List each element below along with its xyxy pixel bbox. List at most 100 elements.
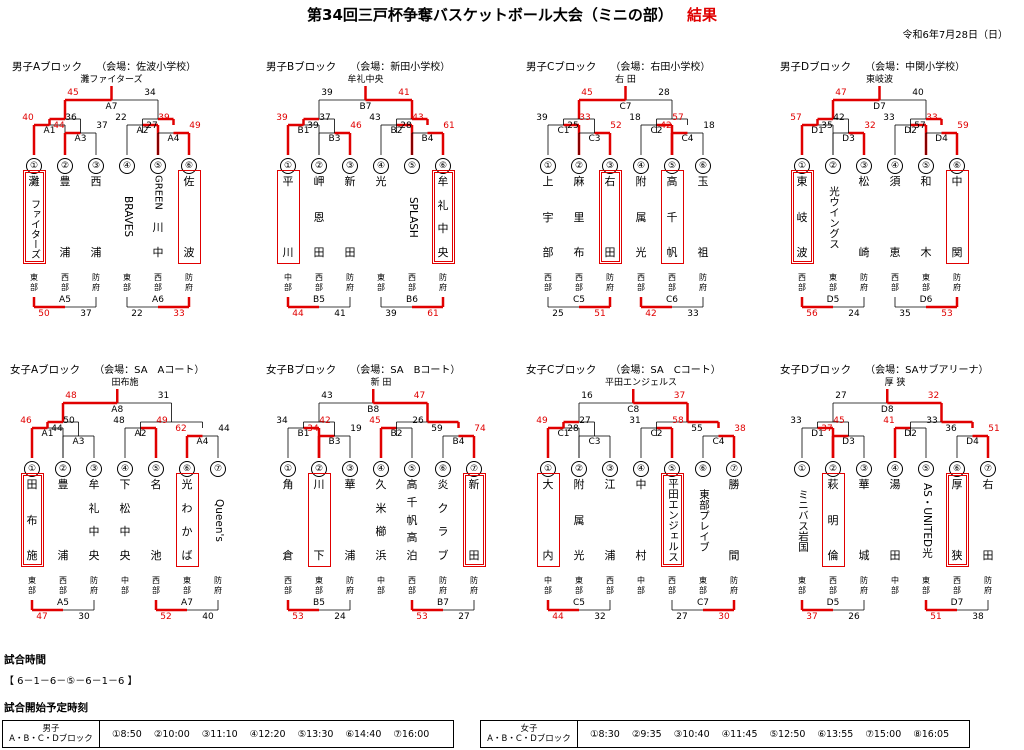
score: 55 [691, 424, 703, 434]
team-area: 東部 [30, 273, 38, 292]
start-time: ⑥13:55 [817, 728, 854, 740]
team-area: 防府 [470, 576, 478, 595]
team-number: ⑥ [695, 158, 711, 174]
team-number: ⑤ [404, 461, 420, 477]
team-name-part: 浦 [90, 246, 102, 259]
team-name-part: 萩 [827, 478, 839, 491]
game-code: D1 [811, 126, 824, 136]
block-winner: 厚 狭 [884, 378, 906, 388]
team-name: BRAVES [120, 175, 134, 259]
block-name: 女子Aブロック [10, 364, 81, 376]
game-code: A5 [59, 295, 71, 305]
team-area: 東部 [922, 273, 930, 292]
team-name-part: 東 [796, 175, 808, 188]
score: 43 [321, 391, 333, 401]
team-number: ⑤ [150, 158, 166, 174]
block-name: 男子Bブロック [266, 61, 337, 73]
score: 44 [218, 424, 230, 434]
team-name-part: 木 [920, 246, 932, 259]
team-name-part: ファイターズ [28, 199, 40, 259]
team-name-part: 浦 [57, 549, 69, 562]
team-name-part: 間 [728, 549, 740, 562]
team-name: 岬恩田 [312, 175, 326, 259]
score: 39 [536, 113, 548, 123]
team-name-part: か [181, 525, 193, 539]
game-code: B1 [297, 429, 310, 439]
team-name-part: 波 [183, 246, 195, 259]
team-name-part: 炎 [437, 478, 449, 491]
game-code: D2 [904, 126, 917, 136]
team-name-part: 内 [542, 549, 554, 562]
game-code: D3 [842, 134, 855, 144]
team-name-part: AS・UNITED光 [921, 482, 933, 558]
team-name-part: 崎 [858, 246, 870, 259]
team-name: 華浦 [343, 478, 357, 562]
game-code: B3 [328, 134, 341, 144]
team-name-part: 麻 [573, 175, 585, 188]
team-area: 東部 [922, 576, 930, 595]
team-name-part: 江 [604, 478, 616, 491]
score: 35 [899, 309, 911, 319]
score: 37 [96, 121, 108, 131]
game-code: B8 [367, 405, 380, 415]
score: 50 [38, 309, 50, 319]
team-number: ② [311, 158, 327, 174]
winner-box [463, 473, 486, 567]
score: 45 [369, 416, 381, 426]
team-name-part: 右 [982, 478, 994, 491]
winner-box [791, 170, 814, 264]
game-code: C1 [557, 126, 570, 136]
schedule-heading: 試合時間 [4, 654, 46, 666]
block-winner: 右 田 [615, 75, 636, 85]
team-name: 萩明倫 [826, 478, 840, 562]
team-name-part: 右 [604, 175, 616, 188]
score: 50 [63, 416, 75, 426]
team-area: 中部 [544, 576, 552, 595]
team-name-part: 波 [796, 246, 808, 259]
team-name: 名池 [149, 478, 163, 562]
team-name: 炎クラブ [436, 478, 450, 562]
team-name-part: GREEN [152, 175, 164, 210]
team-name-part: 田 [344, 246, 356, 259]
game-code: B6 [406, 295, 418, 305]
team-area: 西部 [891, 273, 899, 292]
team-name-part: 倉 [282, 549, 294, 562]
score: 52 [160, 612, 172, 622]
team-name-part: ラ [437, 525, 449, 539]
team-area: 防府 [185, 273, 193, 292]
team-name-part: 東部プレイブ [698, 488, 710, 552]
start-time: ②10:00 [153, 728, 190, 740]
team-name-part: 属 [635, 210, 647, 224]
score: 37 [80, 309, 92, 319]
game-code: B7 [437, 598, 449, 608]
team-name: 中村 [634, 478, 648, 562]
team-name-part: 村 [635, 549, 647, 562]
team-area: 中部 [637, 576, 645, 595]
team-name-part: 岐 [796, 210, 808, 224]
team-area: 西部 [544, 273, 552, 292]
team-area: 東部 [575, 576, 583, 595]
score: 58 [672, 416, 684, 426]
game-code: C3 [588, 437, 601, 447]
block-header: 男子Bブロック（会場：新田小学校） [266, 58, 450, 74]
score: 34 [307, 424, 319, 434]
team-name: 佐波 [182, 175, 196, 259]
score: 36 [65, 113, 77, 123]
game-code: C3 [588, 134, 601, 144]
team-name-part: 浜 [375, 548, 387, 562]
game-code: A4 [196, 437, 209, 447]
team-name-part: 浦 [59, 246, 71, 259]
score: 37 [806, 612, 818, 622]
team-name-part: 帆 [406, 513, 418, 527]
winner-box [946, 170, 969, 264]
score: 42 [645, 309, 657, 319]
team-area: 西部 [154, 273, 162, 292]
team-name: SPLASH [405, 175, 419, 259]
game-code: B4 [452, 437, 465, 447]
team-name-part: 祖 [697, 246, 709, 259]
score: 49 [189, 121, 201, 131]
block-header: 女子Bブロック（会場：SA Bコート） [266, 361, 460, 377]
game-code: C2 [650, 126, 663, 136]
game-code: B5 [313, 598, 325, 608]
team-name: 高千帆高泊 [405, 478, 419, 562]
